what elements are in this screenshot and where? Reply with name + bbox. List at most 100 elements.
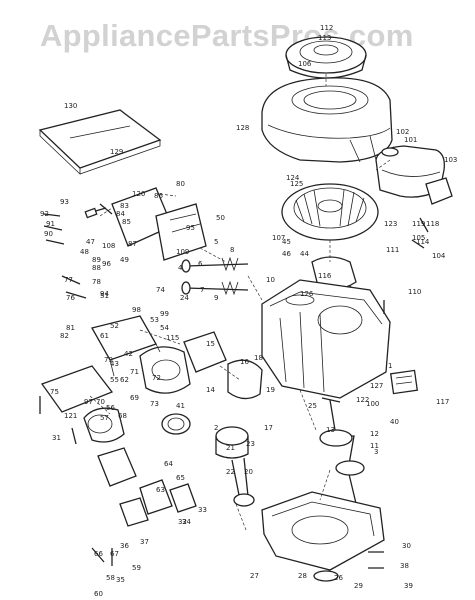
part-number-label: 38 bbox=[400, 562, 409, 570]
part-number-label: 23 bbox=[246, 440, 255, 448]
part-number-label: 43 bbox=[110, 360, 119, 368]
part-number-label: 18 bbox=[254, 354, 263, 362]
air-filter-cover bbox=[38, 109, 162, 175]
part-number-label: 55 bbox=[110, 376, 119, 384]
part-number-label: 66 bbox=[94, 550, 103, 558]
part-number-label: 77 bbox=[64, 276, 73, 284]
part-number-label: 19 bbox=[266, 386, 275, 394]
part-number-label: 9 bbox=[214, 294, 218, 302]
fuel-tank bbox=[375, 145, 453, 205]
part-number-label: 12 bbox=[370, 430, 379, 438]
valve-cover bbox=[111, 187, 207, 261]
part-number-label: 39 bbox=[404, 582, 413, 590]
part-number-label: 70 bbox=[96, 398, 105, 406]
part-number-label: 62 bbox=[120, 376, 129, 384]
part-number-label: 68 bbox=[118, 412, 127, 420]
part-number-label: 11 bbox=[370, 442, 379, 450]
part-number-label: 40 bbox=[390, 418, 399, 426]
part-number-label: 118 bbox=[426, 220, 439, 228]
part-number-label: 26 bbox=[334, 574, 343, 582]
part-number-label: 130 bbox=[64, 102, 77, 110]
part-number-label: 50 bbox=[216, 214, 225, 222]
part-number-label: 53 bbox=[150, 316, 159, 324]
part-number-label: 42 bbox=[124, 350, 133, 358]
part-number-label: 13 bbox=[326, 426, 335, 434]
part-number-label: 67 bbox=[110, 550, 119, 558]
part-number-label: 115 bbox=[166, 334, 179, 342]
part-number-label: 48 bbox=[80, 248, 89, 256]
blower-housing bbox=[261, 77, 393, 163]
part-number-label: 33 bbox=[198, 506, 207, 514]
part-number-label: 92 bbox=[40, 210, 49, 218]
part-number-label: 4 bbox=[178, 264, 183, 272]
part-number-label: 76 bbox=[66, 294, 75, 302]
part-number-label: 64 bbox=[164, 460, 173, 468]
part-number-label: 127 bbox=[370, 382, 383, 390]
part-number-label: 80 bbox=[176, 180, 185, 188]
part-number-label: 102 bbox=[396, 128, 409, 136]
part-number-label: 37 bbox=[140, 538, 149, 546]
part-number-label: 111 bbox=[386, 246, 399, 254]
part-number-label: 7 bbox=[200, 286, 204, 294]
part-number-label: 81 bbox=[66, 324, 75, 332]
part-number-label: 32 bbox=[178, 518, 187, 526]
part-number-label: 28 bbox=[298, 572, 307, 580]
part-number-label: 95 bbox=[186, 224, 195, 232]
part-number-label: 1 bbox=[388, 362, 392, 370]
part-number-label: 6 bbox=[198, 260, 203, 268]
part-number-label: 60 bbox=[94, 590, 103, 598]
part-number-label: 63 bbox=[156, 486, 165, 494]
part-number-label: 14 bbox=[206, 386, 215, 394]
part-number-label: 74 bbox=[156, 286, 165, 294]
part-number-label: 34 bbox=[182, 518, 191, 526]
recoil-starter bbox=[285, 36, 367, 79]
part-number-label: 101 bbox=[404, 136, 417, 144]
fasteners bbox=[39, 213, 429, 569]
part-number-label: 54 bbox=[160, 324, 169, 332]
part-number-label: 122 bbox=[356, 396, 369, 404]
part-number-label: 57 bbox=[100, 414, 109, 422]
part-number-label: 52 bbox=[110, 322, 119, 330]
part-number-label: 110 bbox=[408, 288, 421, 296]
part-number-label: 10 bbox=[266, 276, 275, 284]
part-number-label: 90 bbox=[44, 230, 53, 238]
part-number-label: 84 bbox=[116, 210, 125, 218]
part-number-label: 75 bbox=[50, 388, 59, 396]
part-number-label: 17 bbox=[264, 424, 273, 432]
part-number-label: 91 bbox=[46, 220, 55, 228]
part-number-label: 36 bbox=[120, 542, 129, 550]
part-number-label: 89 bbox=[92, 256, 101, 264]
part-number-label: 98 bbox=[132, 306, 141, 314]
valve-train bbox=[181, 256, 249, 296]
part-number-label: 59 bbox=[132, 564, 141, 572]
part-number-label: 47 bbox=[86, 238, 95, 246]
part-number-label: 104 bbox=[432, 252, 446, 260]
part-number-label: 8 bbox=[230, 246, 234, 254]
part-number-label: 99 bbox=[160, 310, 169, 318]
part-number-label: 20 bbox=[244, 468, 253, 476]
part-number-label: 86 bbox=[154, 192, 163, 200]
part-number-label: 31 bbox=[52, 434, 61, 442]
part-number-label: 117 bbox=[436, 398, 449, 406]
part-number-label: 120 bbox=[132, 190, 145, 198]
part-number-label: 2 bbox=[214, 424, 218, 432]
part-number-label: 27 bbox=[250, 572, 259, 580]
part-number-label: 41 bbox=[176, 402, 185, 410]
part-number-label: 72 bbox=[152, 374, 161, 382]
part-number-label: 105 bbox=[412, 234, 425, 242]
part-number-label: 93 bbox=[60, 198, 69, 206]
piston-rod bbox=[215, 426, 255, 507]
part-number-label: 21 bbox=[226, 444, 235, 452]
part-number-label: 44 bbox=[300, 250, 309, 258]
part-number-label: 85 bbox=[122, 218, 131, 226]
part-number-label: 51 bbox=[100, 292, 109, 300]
part-number-label: 15 bbox=[206, 340, 215, 348]
part-number-label: 87 bbox=[128, 240, 137, 248]
flywheel bbox=[281, 183, 379, 241]
part-number-label: 129 bbox=[110, 148, 123, 156]
part-number-label: 79 bbox=[104, 356, 113, 364]
part-number-label: 82 bbox=[60, 332, 69, 340]
breather-assembly bbox=[183, 331, 263, 400]
part-number-label: 30 bbox=[402, 542, 411, 550]
part-number-label: 22 bbox=[226, 468, 235, 476]
